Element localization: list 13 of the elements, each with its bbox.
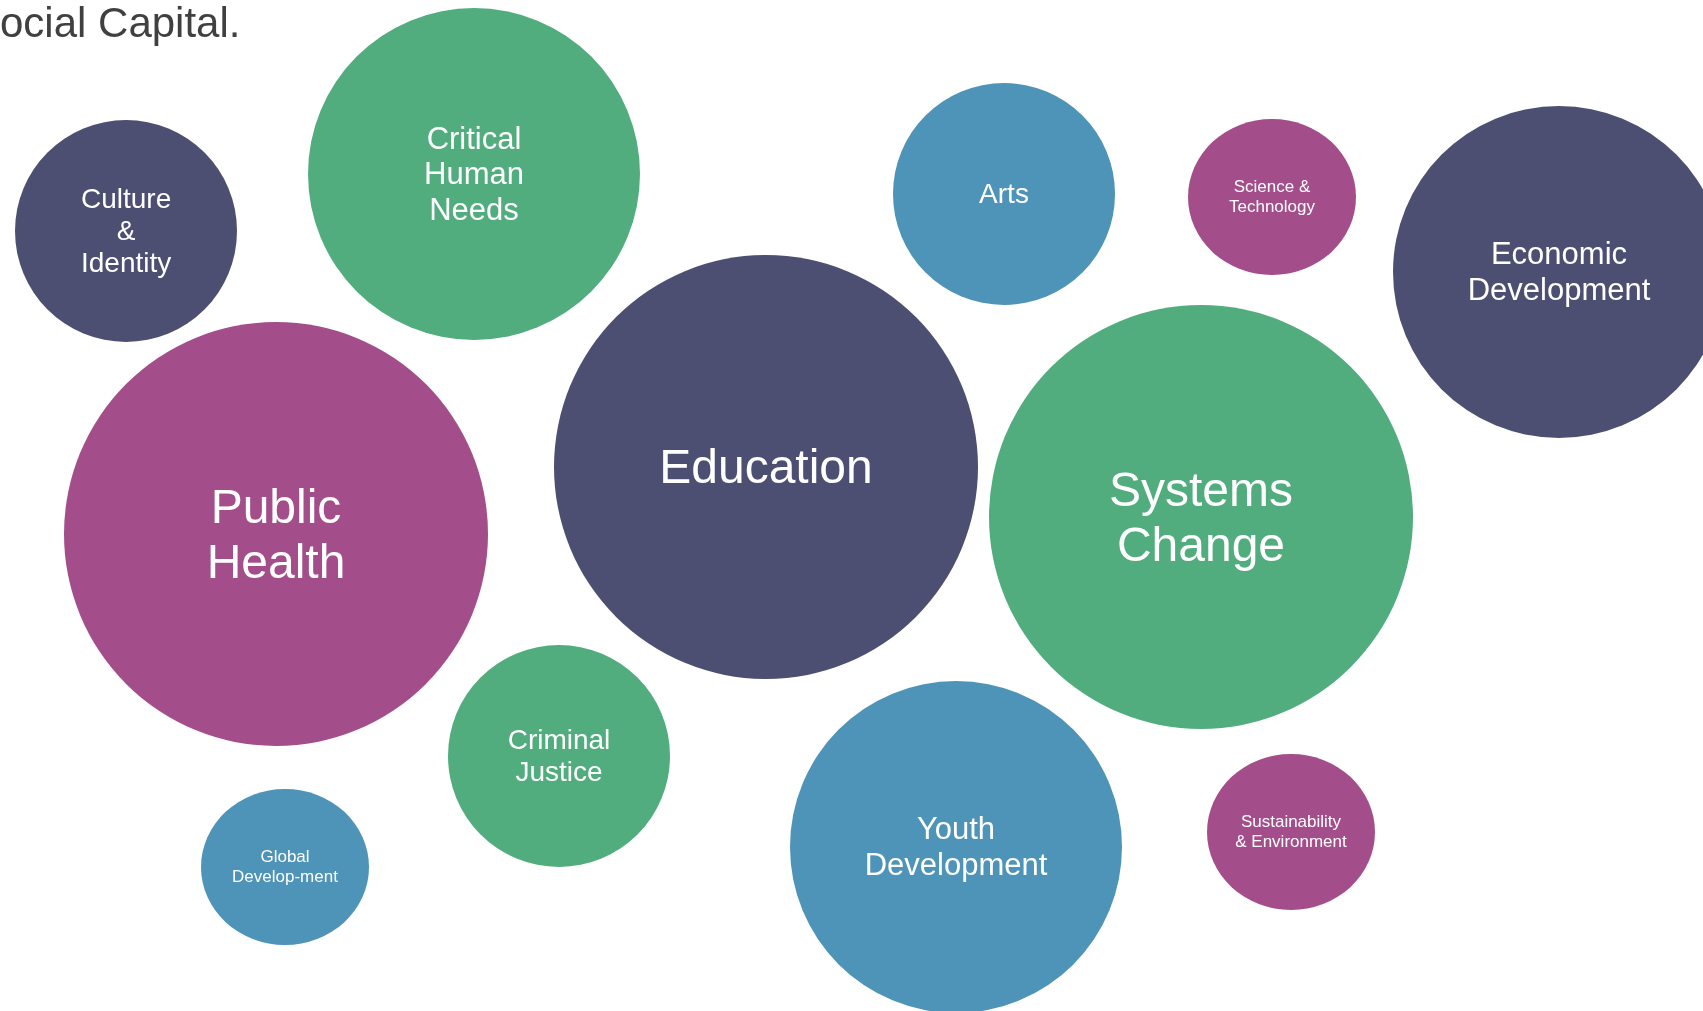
topic-label: Arts — [978, 177, 1030, 211]
heading-fragment: ocial Capital. — [0, 0, 241, 47]
topic-label: Public Health — [205, 478, 347, 590]
topic-label: Education — [658, 439, 874, 495]
topic-label: Culture & Identity — [81, 182, 171, 280]
topic-label: Criminal Justice — [506, 723, 612, 789]
topic-label: Global Develop-ment — [231, 847, 339, 887]
topic-label: Youth Development — [863, 811, 1049, 883]
topic-label: Science & Technology — [1228, 177, 1316, 217]
topic-label: Systems Change — [1108, 461, 1294, 573]
topic-label: Sustainability & Environment — [1234, 812, 1348, 852]
topic-label: Critical Human Needs — [423, 120, 525, 228]
topic-label: Economic Development — [1466, 236, 1652, 308]
